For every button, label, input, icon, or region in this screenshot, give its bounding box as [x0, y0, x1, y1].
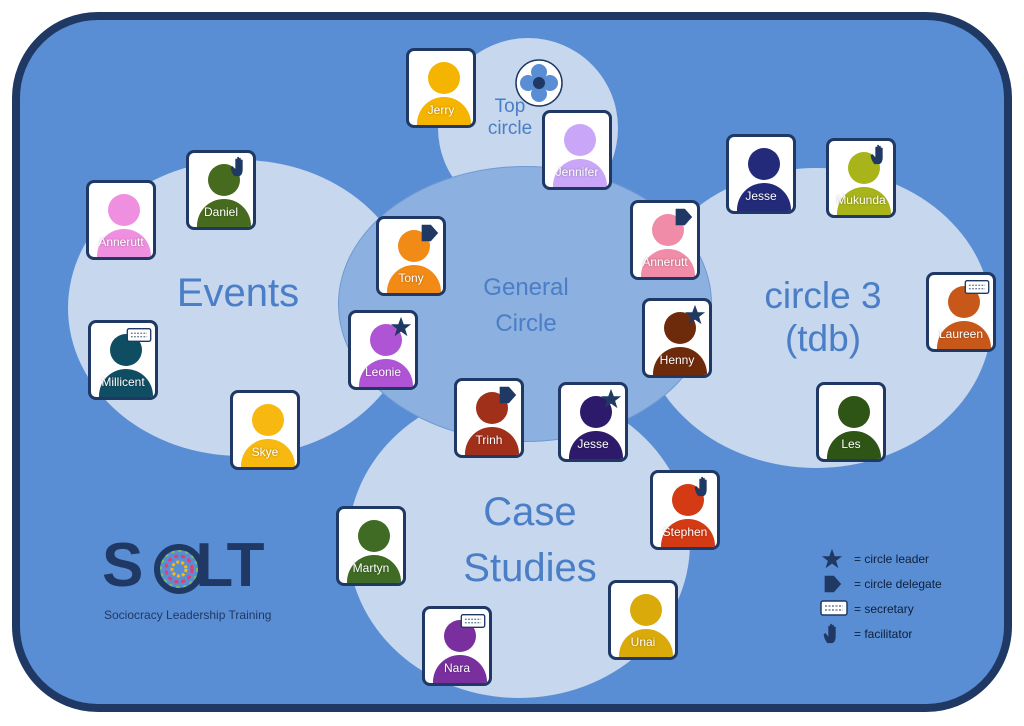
person-card: Unai: [608, 580, 678, 660]
person-name: Les: [841, 437, 861, 451]
person-card: Les: [816, 382, 886, 462]
legend-row-delegate: = circle delegate: [820, 573, 1000, 598]
person-name: Millicent: [101, 375, 145, 389]
person-card: Mukunda: [826, 138, 896, 218]
logo-wordmark: S LT: [102, 530, 265, 601]
case-studies-circle-label: Case Studies: [440, 484, 620, 596]
keyboard-icon: [460, 612, 486, 630]
logo-letter-s: S: [102, 531, 143, 600]
person-name: Stephen: [662, 525, 708, 539]
keyboard-icon: [964, 278, 990, 296]
person-head-icon: [838, 396, 870, 428]
person-name: Skye: [251, 445, 279, 459]
person-card: Millicent: [88, 320, 158, 400]
keyboard-icon: [820, 598, 848, 620]
legend-row-leader: = circle leader: [820, 548, 1000, 573]
person-head-icon: [108, 194, 140, 226]
case-studies-circle-label-line2: Studies: [463, 546, 597, 590]
legend-label: = facilitator: [854, 627, 913, 641]
person-card: Laureen: [926, 272, 996, 352]
person-head-icon: [370, 324, 402, 356]
legend-row-secretary: = secretary: [820, 598, 1000, 623]
person-name: Daniel: [203, 205, 239, 219]
delegate-icon: [418, 222, 440, 244]
person-card: Jesse: [726, 134, 796, 214]
general-circle-label-line1: General: [483, 274, 569, 301]
star-icon: [820, 548, 848, 570]
person-name: Jesse: [577, 437, 609, 451]
person-card: Jesse: [558, 382, 628, 462]
star-icon: [684, 304, 706, 326]
person-card: Daniel: [186, 150, 256, 230]
legend-label: = circle leader: [854, 552, 930, 566]
circle3-circle-label: circle 3 (tdb): [738, 274, 908, 360]
person-name: Annerutt: [642, 255, 688, 269]
spiral-icon: [154, 544, 204, 599]
person-name: Tony: [398, 271, 424, 285]
legend-row-facilitator: = facilitator: [820, 623, 1000, 648]
general-circle-label: General Circle: [452, 270, 600, 342]
sociocracy-emblem-icon: [514, 58, 564, 113]
person-card: Henny: [642, 298, 712, 378]
logo-letters-lt: LT: [195, 531, 264, 600]
case-studies-circle-label-line1: Case: [483, 490, 577, 534]
general-circle-label-line2: Circle: [495, 310, 557, 337]
roles-legend: = circle leader = circle delegate = secr…: [820, 548, 1000, 648]
circle3-circle-label-line2: (tdb): [784, 318, 862, 359]
person-name: Mukunda: [836, 193, 886, 207]
solt-logo: S LT Sociocracy Leadership Training: [102, 530, 312, 630]
top-circle-label-line2: circle: [487, 117, 533, 139]
delegate-icon: [820, 573, 848, 595]
hand-icon: [820, 623, 848, 645]
person-head-icon: [358, 520, 390, 552]
person-card: Tony: [376, 216, 446, 296]
person-head-icon: [252, 404, 284, 436]
person-head-icon: [630, 594, 662, 626]
person-card: Trinh: [454, 378, 524, 458]
hand-icon: [868, 144, 890, 166]
person-head-icon: [564, 124, 596, 156]
legend-label: = secretary: [854, 602, 914, 616]
circle3-circle-label-line1: circle 3: [764, 275, 882, 316]
sociocracy-board: Top circle Events General Circle circle …: [12, 12, 1012, 712]
person-card: Martyn: [336, 506, 406, 586]
person-card: Annerutt: [86, 180, 156, 260]
events-circle-label: Events: [176, 271, 300, 315]
hand-icon: [228, 156, 250, 178]
hand-icon: [692, 476, 714, 498]
keyboard-icon: [126, 326, 152, 344]
person-name: Leonie: [364, 365, 402, 379]
star-icon: [390, 316, 412, 338]
person-name: Unai: [630, 635, 656, 649]
person-card: Stephen: [650, 470, 720, 550]
delegate-icon: [496, 384, 518, 406]
person-name: Nara: [443, 661, 470, 675]
person-card: Leonie: [348, 310, 418, 390]
person-head-icon: [664, 312, 696, 344]
person-name: Jerry: [427, 103, 455, 117]
person-name: Laureen: [938, 327, 984, 341]
top-circle-label-line1: Top: [494, 96, 526, 117]
person-head-icon: [748, 148, 780, 180]
person-name: Jennifer: [555, 165, 599, 179]
person-name: Henny: [659, 353, 695, 367]
person-name: Martyn: [352, 561, 390, 575]
person-card: Jennifer: [542, 110, 612, 190]
star-icon: [600, 388, 622, 410]
person-card: Nara: [422, 606, 492, 686]
person-head-icon: [428, 62, 460, 94]
delegate-icon: [672, 206, 694, 228]
logo-subtitle: Sociocracy Leadership Training: [104, 608, 272, 622]
person-name: Trinh: [475, 433, 503, 447]
person-name: Annerutt: [98, 235, 144, 249]
person-head-icon: [580, 396, 612, 428]
person-card: Jerry: [406, 48, 476, 128]
person-name: Jesse: [745, 189, 777, 203]
legend-label: = circle delegate: [854, 577, 942, 591]
person-card: Annerutt: [630, 200, 700, 280]
top-circle-label: Top circle: [476, 96, 544, 140]
person-card: Skye: [230, 390, 300, 470]
